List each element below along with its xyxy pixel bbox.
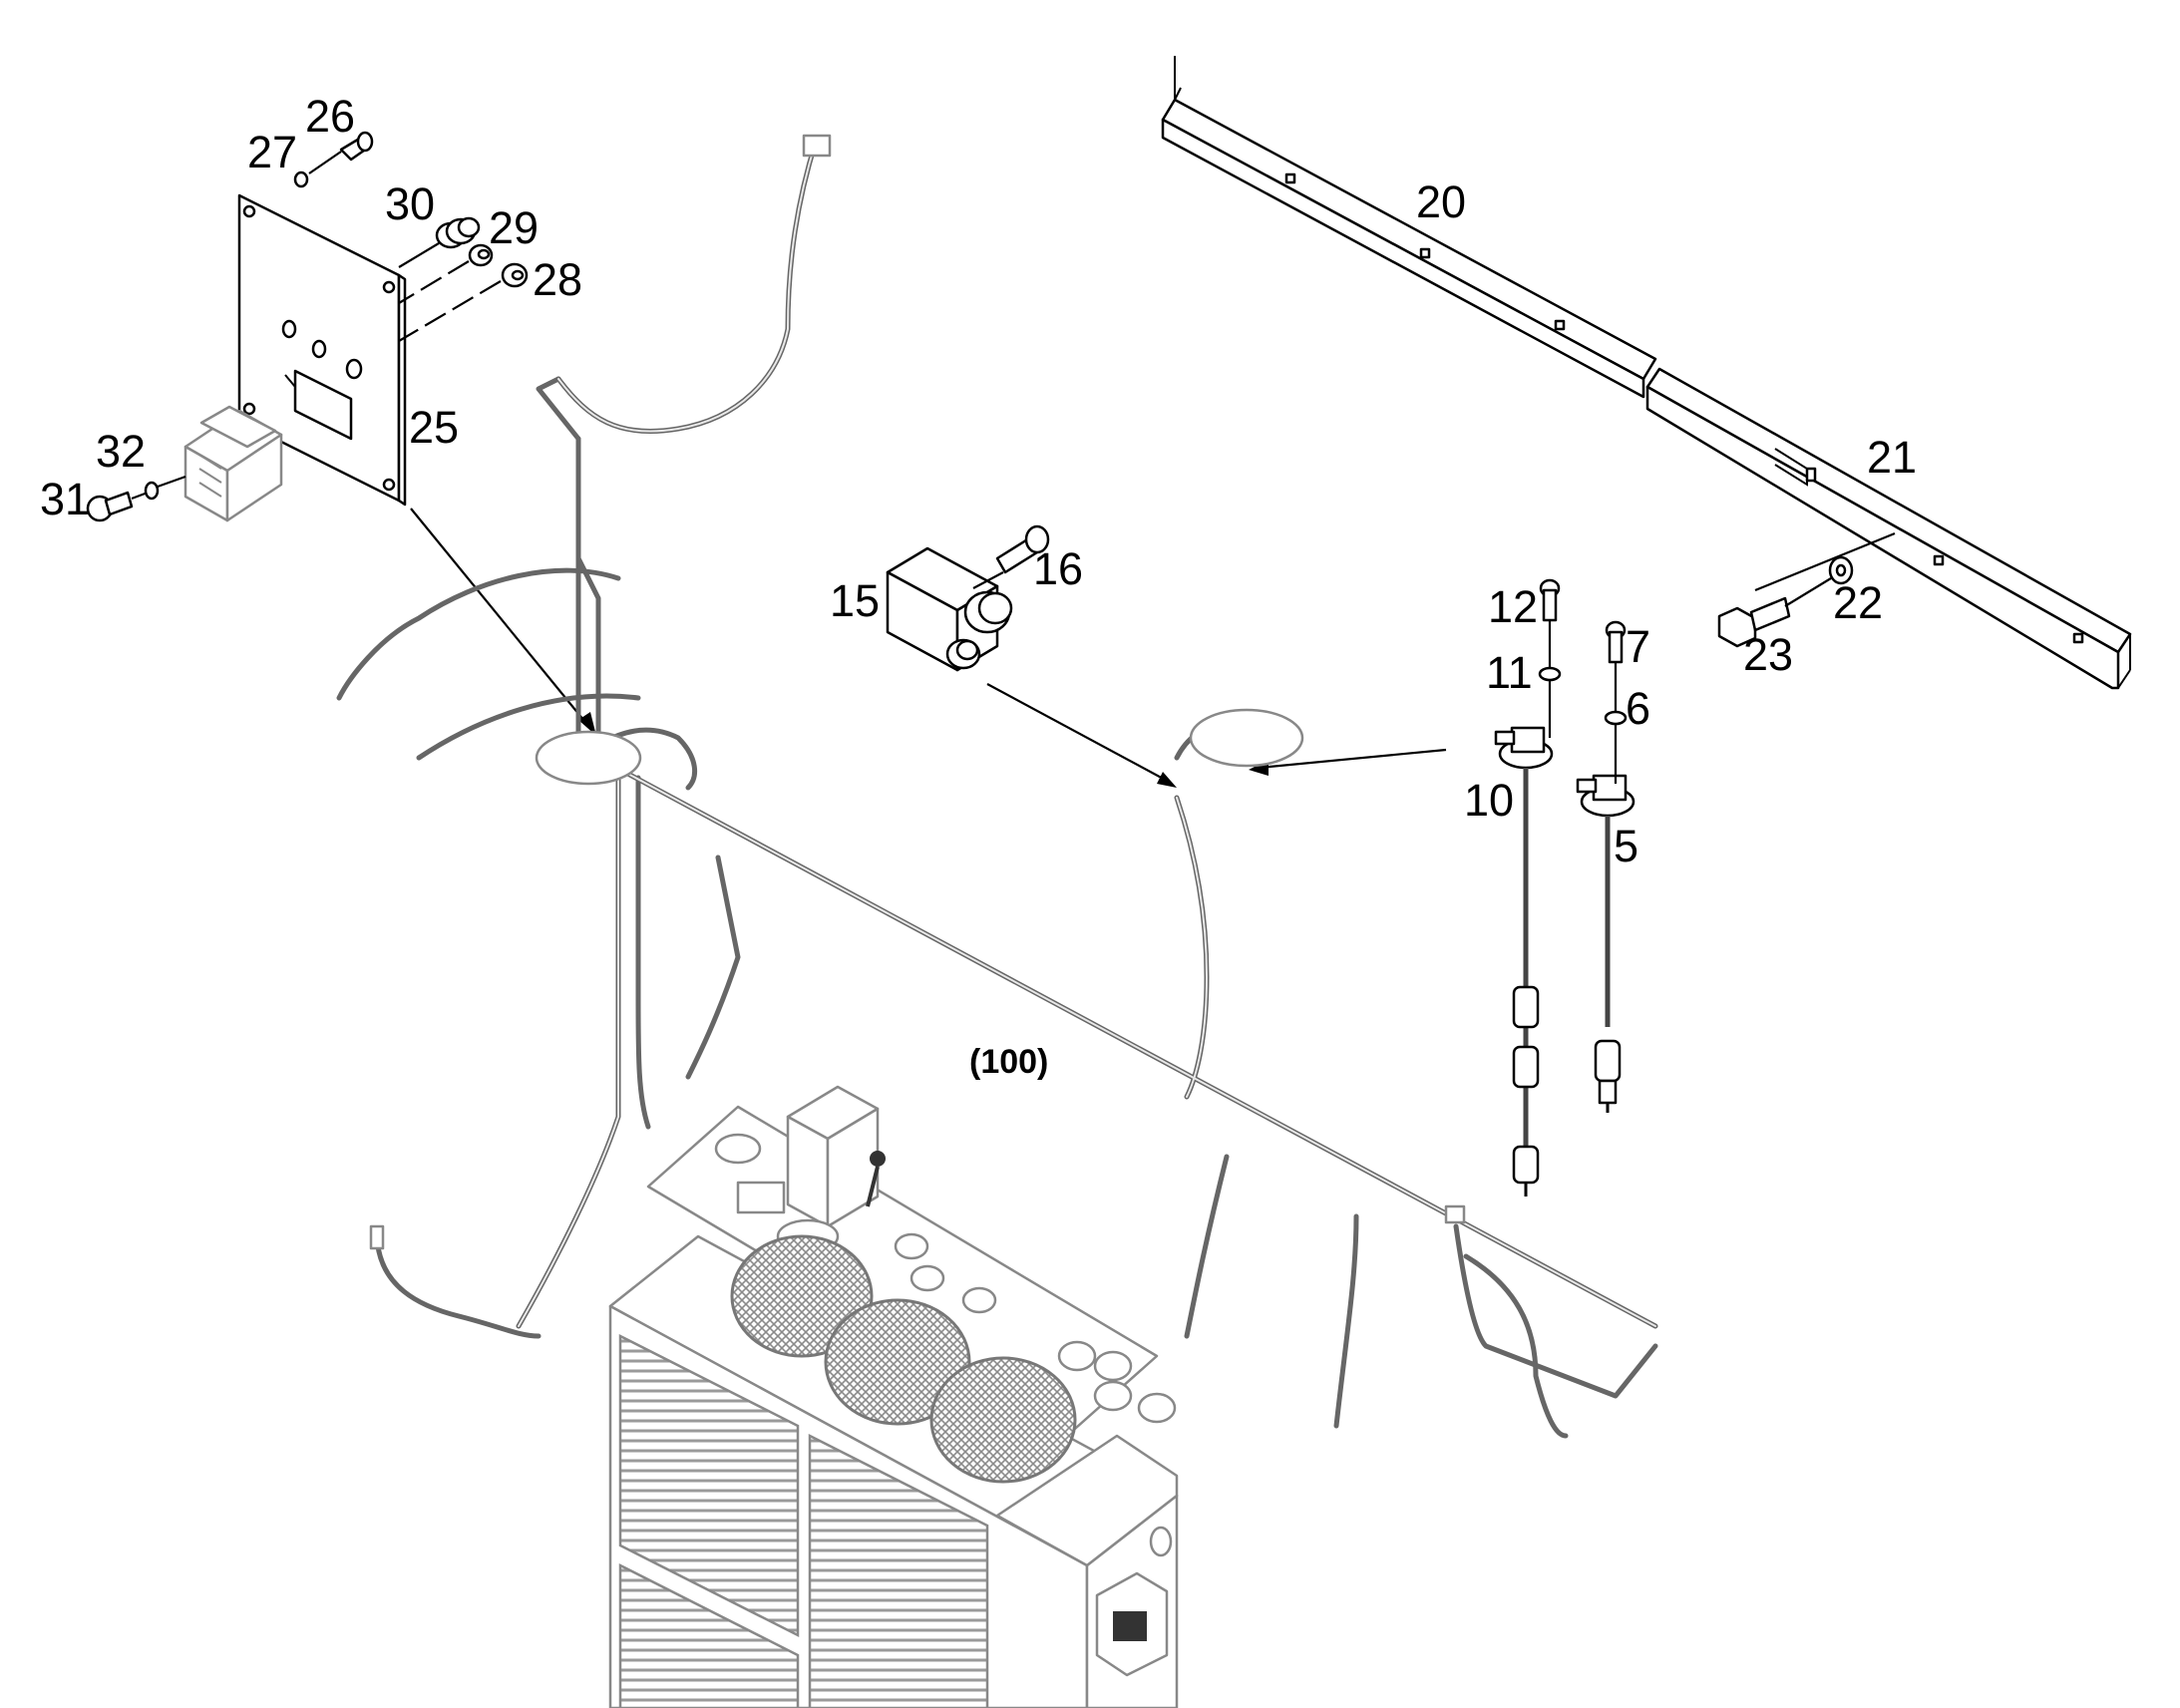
callout-22: 22 (1833, 577, 1883, 628)
callout-23: 23 (1743, 629, 1793, 680)
screw-part-31 (86, 491, 149, 522)
washer-part-6 (1604, 710, 1628, 726)
callout-26: 26 (305, 91, 355, 142)
rail-part-21 (1645, 367, 2132, 690)
sensor-part-10 (1494, 726, 1554, 1196)
connector-part-plug (183, 405, 283, 522)
callout-11: 11 (1486, 647, 1533, 698)
washer-part-22 (1828, 555, 1854, 585)
callout-32: 32 (96, 426, 146, 477)
callout-15: 15 (830, 575, 880, 626)
washer-part-27 (293, 171, 309, 188)
rail-part-20 (1161, 56, 1657, 399)
screw-part-7 (1605, 620, 1627, 784)
callout-labels: 5 6 7 10 11 12 15 16 20 21 22 23 25 26 2… (40, 91, 1917, 1081)
callout-10: 10 (1464, 775, 1514, 826)
callout-30: 30 (385, 178, 435, 229)
callout-12: 12 (1488, 581, 1538, 632)
callout-25: 25 (409, 402, 459, 453)
callout-29: 29 (489, 202, 539, 253)
nut-part-28 (398, 262, 529, 342)
arrow-plate-to-harness (410, 508, 596, 736)
callout-27: 27 (247, 127, 297, 177)
callout-20: 20 (1416, 176, 1466, 227)
gland-part-30 (398, 216, 481, 268)
callout-28: 28 (533, 254, 582, 305)
callout-7: 7 (1626, 621, 1650, 672)
screw-part-26 (308, 131, 374, 174)
callout-31: 31 (40, 474, 90, 524)
leader-22-21 (1754, 531, 1896, 592)
machine-unit (608, 1085, 1179, 1708)
arrow-box-to-harness (986, 683, 1177, 788)
callout-100: (100) (969, 1043, 1048, 1081)
callout-21: 21 (1867, 432, 1917, 483)
bolt-part-23 (1717, 577, 1832, 648)
plate-part-25 (237, 193, 407, 507)
screw-part-12 (1539, 578, 1561, 738)
washer-part-32 (144, 475, 186, 501)
box-part-15 (886, 546, 1013, 672)
plug-part-29 (398, 243, 494, 304)
bolt-part-16 (972, 524, 1050, 589)
callout-16: 16 (1033, 543, 1083, 594)
washer-part-11 (1538, 666, 1562, 682)
callout-5: 5 (1614, 821, 1638, 871)
wiring-harness-100 (336, 134, 1658, 1439)
sensor-part-5 (1576, 774, 1635, 1113)
callout-6: 6 (1626, 683, 1650, 734)
